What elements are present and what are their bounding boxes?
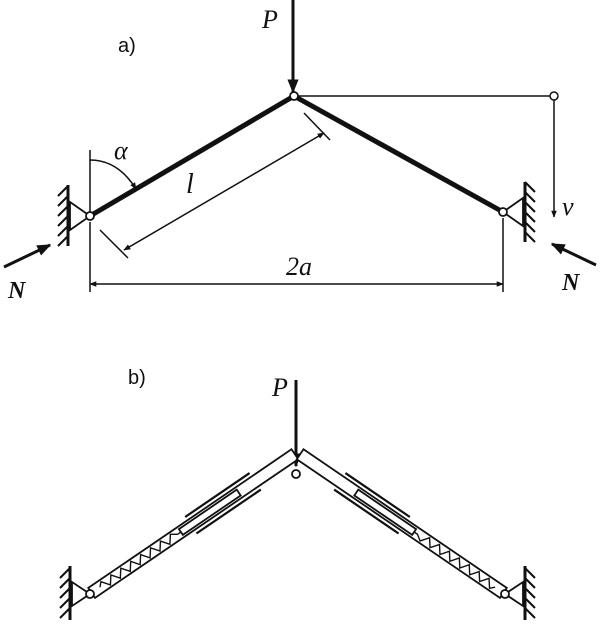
length-extension-bottom	[99, 229, 129, 259]
left-spring-bar	[87, 448, 300, 600]
length-label-l: l	[186, 169, 194, 200]
right-pin-b	[500, 589, 510, 599]
angle-arc	[89, 159, 137, 190]
right-pin	[498, 207, 508, 217]
load-label-p: P	[261, 5, 278, 34]
force-label-right-n: N	[561, 270, 581, 296]
left-support-a	[57, 185, 92, 247]
angle-label-alpha: α	[114, 136, 129, 165]
length-dimension	[123, 132, 325, 251]
diagram-a: a) P v α l 2a	[3, 0, 597, 304]
diagram-b: b) P	[59, 367, 536, 620]
right-bar	[292, 93, 505, 215]
label-a: a)	[118, 35, 136, 57]
force-arrow-right	[550, 242, 597, 267]
apex-pin-b	[291, 469, 301, 479]
length-extension-top	[303, 112, 331, 141]
force-arrow-left	[3, 243, 52, 269]
force-label-left-n: N	[7, 278, 27, 304]
right-support-a	[501, 181, 536, 243]
left-pin-b	[85, 589, 95, 599]
right-support-b	[503, 566, 536, 620]
deflection-label-v: v	[562, 192, 574, 221]
load-label-p-b: P	[271, 373, 288, 402]
left-support-b	[59, 566, 92, 620]
apex-pin	[289, 91, 299, 101]
reference-point	[549, 91, 559, 101]
left-pin	[85, 211, 95, 221]
label-b: b)	[128, 367, 146, 389]
span-label-2a: 2a	[286, 252, 312, 281]
right-spring-bar	[295, 448, 508, 600]
